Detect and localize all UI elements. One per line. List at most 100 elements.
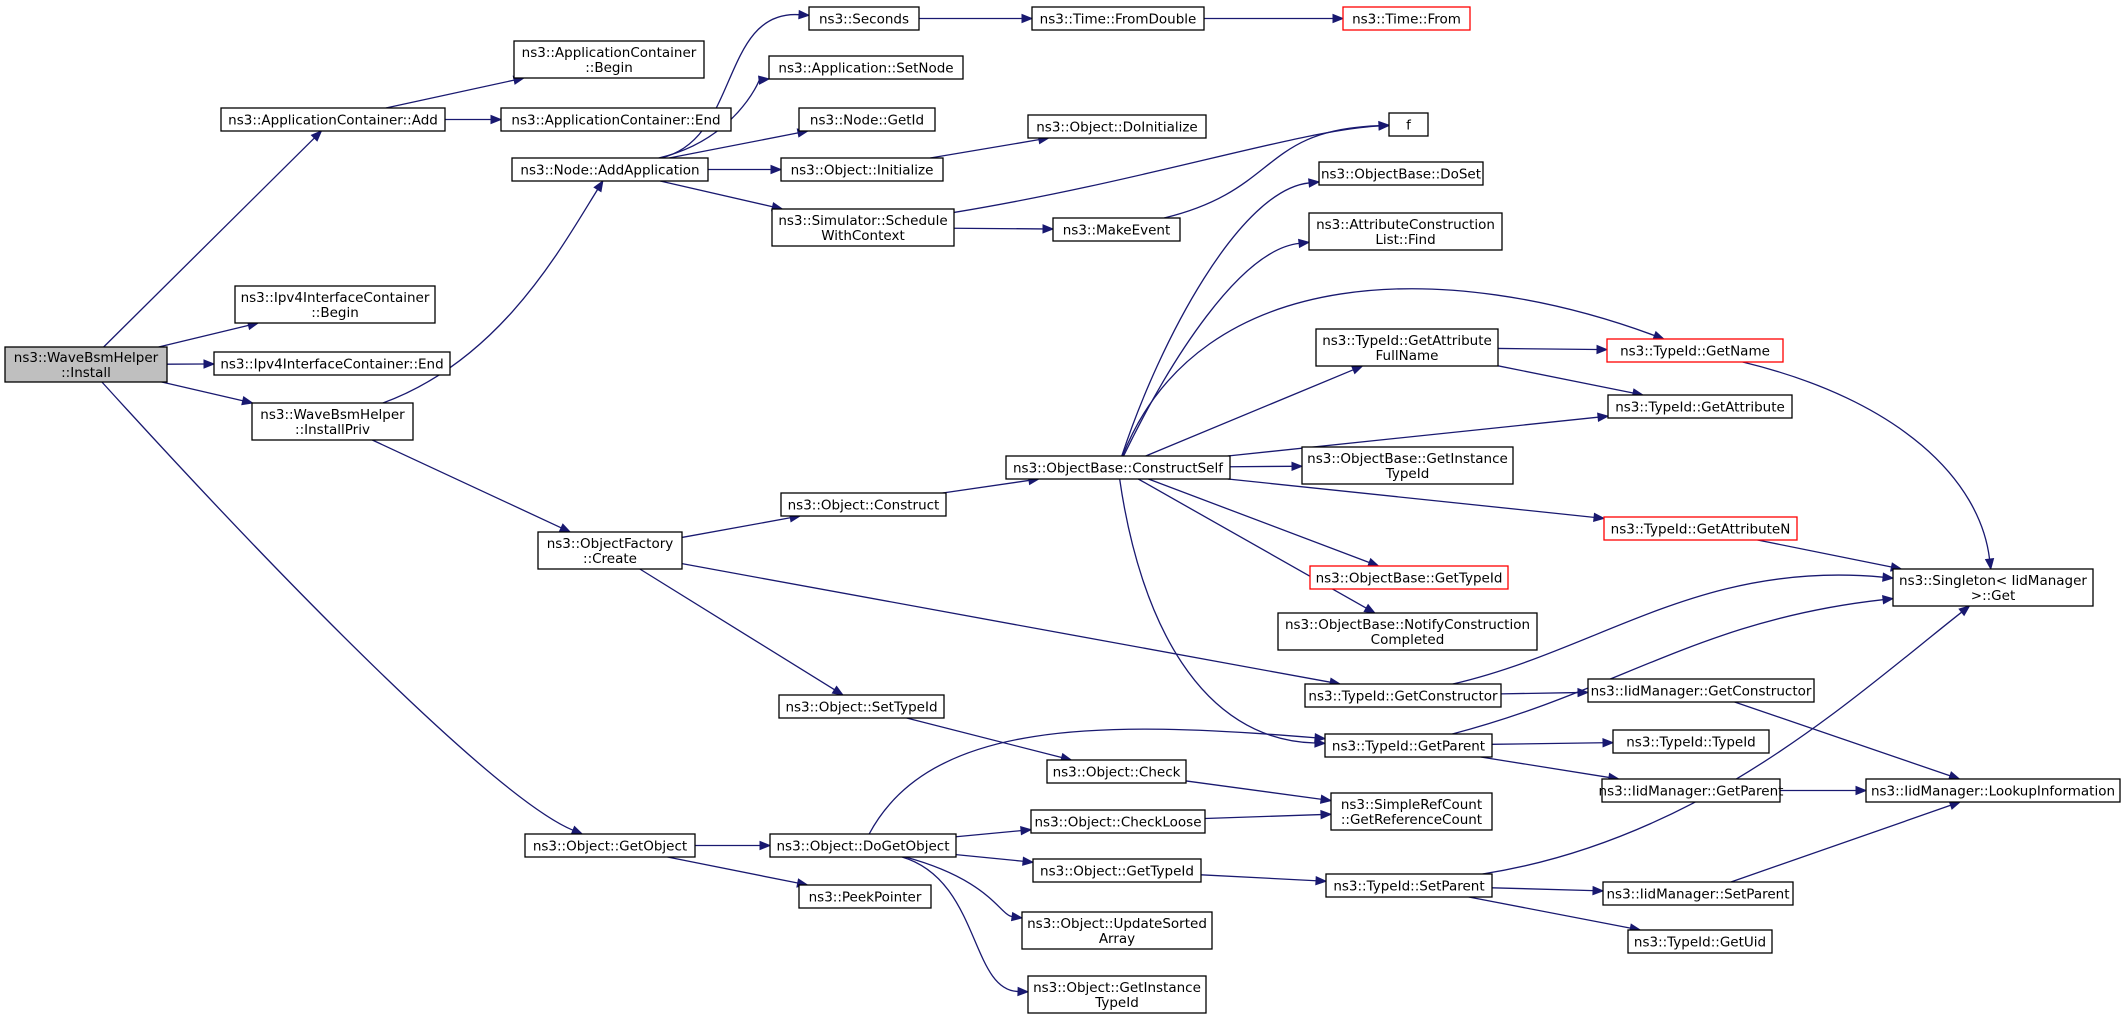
node-fromdouble[interactable]: ns3::Time::FromDouble (1031, 6, 1205, 31)
node-label: ns3::TypeId::SetParent (1333, 879, 1484, 895)
node-label: ns3::TypeId::TypeId (1626, 735, 1756, 751)
node-seconds[interactable]: ns3::Seconds (808, 6, 920, 31)
node-getconstructor[interactable]: ns3::TypeId::GetConstructor (1304, 683, 1502, 708)
node-lookupinfo[interactable]: ns3::IidManager::LookupInformation (1865, 778, 2121, 803)
node-label: ns3::TypeId::GetAttribute (1615, 400, 1785, 416)
node-label: ns3::Simulator::Schedule (778, 213, 947, 229)
node-doinit[interactable]: ns3::Object::DoInitialize (1027, 114, 1207, 139)
arrowhead-icon (798, 9, 811, 20)
node-install[interactable]: ns3::WaveBsmHelper::Install (4, 346, 168, 383)
node-timefrom[interactable]: ns3::Time::From (1342, 6, 1471, 31)
node-makeevent[interactable]: ns3::MakeEvent (1052, 217, 1181, 242)
node-dogetobject[interactable]: ns3::Object::DoGetObject (769, 833, 957, 858)
node-ipv4_end[interactable]: ns3::Ipv4InterfaceContainer::End (213, 351, 451, 376)
node-obgettypeid[interactable]: ns3::ObjectBase::GetTypeId (1309, 565, 1509, 590)
edge-constructself-to-getattributen (1227, 478, 1606, 523)
edge-line (1122, 242, 1300, 457)
node-getobject[interactable]: ns3::Object::GetObject (524, 833, 696, 858)
edge-addapp-to-schedule (660, 180, 784, 212)
arrowhead-icon (1010, 911, 1024, 922)
node-box (537, 531, 683, 570)
node-getparent[interactable]: ns3::TypeId::GetParent (1324, 733, 1493, 758)
node-box (1892, 568, 2094, 607)
node-ipv4_begin[interactable]: ns3::Ipv4InterfaceContainer::Begin (234, 285, 436, 324)
node-label: ns3::TypeId::GetAttributeN (1611, 522, 1791, 538)
edge-getparent-to-typeidctor (1491, 738, 1615, 748)
node-constructself[interactable]: ns3::ObjectBase::ConstructSelf (1005, 455, 1231, 480)
node-checkloose[interactable]: ns3::Object::CheckLoose (1030, 809, 1206, 834)
edge-line (667, 856, 798, 884)
arrowhead-icon (241, 396, 254, 406)
node-label: ns3::TypeId::GetUid (1634, 935, 1766, 951)
node-box (1330, 792, 1493, 831)
edge-ofcreate-to-construct (681, 513, 802, 539)
arrowhead-icon (1291, 461, 1304, 472)
node-check[interactable]: ns3::Object::Check (1046, 759, 1187, 784)
node-box (513, 40, 705, 79)
node-initialize[interactable]: ns3::Object::Initialize (780, 157, 944, 182)
node-label: ns3::ObjectBase::NotifyConstruction (1285, 617, 1530, 633)
node-setparent[interactable]: ns3::TypeId::SetParent (1325, 873, 1493, 898)
node-box (4, 346, 168, 383)
node-label: ns3::Application::SetNode (778, 61, 953, 77)
edge-addapp-to-seconds (660, 9, 811, 159)
node-box (524, 833, 696, 858)
edge-line (953, 125, 1380, 214)
node-label: ns3::Object::SetTypeId (785, 700, 937, 716)
arrowhead-icon (1984, 558, 1995, 571)
node-ofcreate[interactable]: ns3::ObjectFactory::Create (537, 531, 683, 570)
node-getattribute[interactable]: ns3::TypeId::GetAttribute (1607, 394, 1793, 419)
node-objgettypeid[interactable]: ns3::Object::GetTypeId (1032, 858, 1202, 883)
edge-dogetobject-to-checkloose (955, 825, 1033, 838)
node-label: ns3::IidManager::SetParent (1607, 887, 1790, 903)
node-notifyconst[interactable]: ns3::ObjectBase::NotifyConstructionCompl… (1277, 612, 1538, 651)
node-getattributen[interactable]: ns3::TypeId::GetAttributeN (1603, 516, 1798, 541)
node-appc_end[interactable]: ns3::ApplicationContainer::End (500, 107, 732, 132)
node-label: ns3::SimpleRefCount (1341, 797, 1482, 813)
node-getid[interactable]: ns3::Node::GetId (798, 107, 936, 132)
node-appc_begin[interactable]: ns3::ApplicationContainer::Begin (513, 40, 705, 79)
node-label: ns3::ObjectFactory (547, 536, 674, 552)
node-installpriv[interactable]: ns3::WaveBsmHelper::InstallPriv (251, 402, 414, 441)
node-peekpointer[interactable]: ns3::PeekPointer (798, 884, 932, 909)
node-iidgetconstructor[interactable]: ns3::IidManager::GetConstructor (1587, 678, 1815, 703)
edge-line (1119, 478, 1316, 744)
node-getrefcount[interactable]: ns3::SimpleRefCount::GetReferenceCount (1330, 792, 1493, 831)
edge-checkloose-to-getrefcount (1204, 809, 1333, 820)
node-label: TypeId (1094, 995, 1139, 1011)
edge-check-to-getrefcount (1185, 780, 1333, 804)
node-singleton[interactable]: ns3::Singleton< IidManager>::Get (1892, 568, 2094, 607)
node-label: ns3::Object::GetObject (533, 839, 687, 855)
node-construct[interactable]: ns3::Object::Construct (780, 492, 947, 517)
node-label: ns3::IidManager::GetParent (1599, 784, 1784, 800)
edge-install-to-ipv4_begin (158, 320, 260, 348)
arrowhead-icon (770, 164, 783, 175)
node-box (1021, 911, 1213, 950)
node-label: ns3::Object::Construct (788, 498, 940, 514)
node-setnode[interactable]: ns3::Application::SetNode (768, 55, 964, 80)
node-doset[interactable]: ns3::ObjectBase::DoSet (1318, 161, 1484, 186)
node-box (1046, 759, 1187, 784)
node-getuid[interactable]: ns3::TypeId::GetUid (1627, 929, 1773, 954)
arrowhead-icon (759, 840, 772, 851)
node-appc_add[interactable]: ns3::ApplicationContainer::Add (220, 107, 446, 132)
edge-getconstructor-to-singleton (1452, 572, 1895, 685)
edge-line (1185, 780, 1322, 800)
node-addapp[interactable]: ns3::Node::AddApplication (511, 157, 709, 182)
node-iidsetparent[interactable]: ns3::IidManager::SetParent (1602, 881, 1794, 906)
node-iidgetparent[interactable]: ns3::IidManager::GetParent (1599, 778, 1784, 803)
node-box (251, 402, 414, 441)
node-getname[interactable]: ns3::TypeId::GetName (1606, 338, 1784, 363)
node-typeidctor[interactable]: ns3::TypeId::TypeId (1612, 729, 1770, 754)
node-label: ns3::TypeId::GetName (1620, 344, 1770, 360)
edge-dogetobject-to-objgettypeid (955, 854, 1035, 866)
node-f[interactable]: f (1388, 112, 1429, 137)
node-box (500, 107, 732, 132)
node-settypeid[interactable]: ns3::Object::SetTypeId (778, 694, 945, 719)
